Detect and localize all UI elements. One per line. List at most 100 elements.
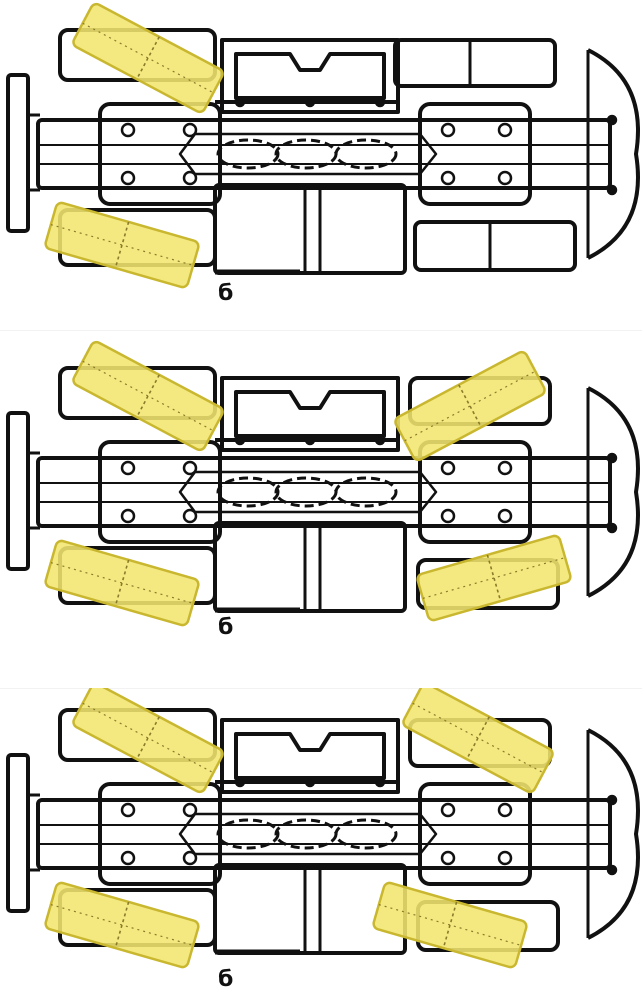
rear-arc-bumper: [587, 386, 640, 598]
front-axle-housing: [98, 102, 222, 206]
bolt-marker: [440, 122, 456, 138]
wheel-tread-line: [50, 224, 194, 266]
main-frame-rail: [36, 118, 612, 190]
wheel-front-right: [44, 539, 200, 627]
wheel-front-right: [44, 881, 200, 969]
front-bumper: [6, 753, 30, 913]
rear-arc-bumper: [587, 728, 640, 940]
chassis: [6, 2, 640, 289]
bolt-marker: [497, 460, 513, 476]
pivot-dot: [374, 96, 386, 108]
panel-label: б: [218, 615, 233, 640]
center-gearbox-top: [220, 38, 400, 114]
wheel-tread-line: [422, 557, 566, 599]
wheel-tread-line: [82, 360, 214, 432]
bolt-marker: [497, 508, 513, 524]
rear-axle-housing: [418, 782, 532, 886]
bumper-dot: [606, 452, 618, 464]
bolt-marker: [120, 460, 136, 476]
wheel-tread-line: [82, 22, 214, 94]
pivot-dot: [234, 434, 246, 446]
gearbox-cover: [234, 390, 386, 438]
main-frame-rail: [36, 798, 612, 870]
rear-arc-bumper: [587, 48, 640, 260]
bumper-dot: [606, 184, 618, 196]
pivot-dot: [234, 96, 246, 108]
bolt-marker: [120, 508, 136, 524]
battery-box: [213, 521, 407, 613]
wheel-front-left: [72, 340, 224, 452]
wheel-tread-line: [412, 702, 544, 774]
bolt-marker: [120, 802, 136, 818]
rear-pod-bottom: [413, 220, 577, 272]
bolt-marker: [440, 850, 456, 866]
main-frame-rail: [36, 456, 612, 528]
wheel-rear-left: [394, 350, 546, 462]
bolt-marker: [497, 850, 513, 866]
panel-all-wheel-steer: б: [6, 340, 640, 640]
panel-divider: [0, 688, 642, 689]
bolt-marker: [182, 508, 198, 524]
wheels: [44, 688, 554, 969]
driveshaft-lobe: [216, 138, 280, 170]
wheel-front-right: [44, 201, 200, 289]
pivot-dot: [234, 776, 246, 788]
panel-crab-steer: б: [6, 688, 640, 992]
bolt-marker: [182, 170, 198, 186]
chassis: [6, 688, 640, 969]
wheel-tire: [402, 688, 554, 794]
wheel-rear-right: [416, 534, 572, 622]
bolt-marker: [120, 170, 136, 186]
wheel-tread-line: [82, 702, 214, 774]
driveshaft-lobe: [334, 138, 398, 170]
chassis: [6, 340, 640, 627]
bolt-marker: [497, 170, 513, 186]
wheel-tread-line: [404, 370, 536, 442]
bolt-marker: [182, 122, 198, 138]
pivot-dot: [374, 776, 386, 788]
bumper-dot: [606, 794, 618, 806]
bolt-marker: [120, 850, 136, 866]
bumper-dot: [606, 864, 618, 876]
driveshaft-lobe: [334, 476, 398, 508]
wheel-front-left: [72, 688, 224, 794]
driveshaft-lobe: [334, 818, 398, 850]
pivot-dot: [304, 434, 316, 446]
front-bumper: [6, 411, 30, 571]
wheel-rear-left: [402, 688, 554, 794]
bolt-marker: [440, 802, 456, 818]
bolt-marker: [440, 460, 456, 476]
front-axle-housing: [98, 440, 222, 544]
wheel-tire: [72, 688, 224, 794]
bolt-marker: [440, 508, 456, 524]
center-gearbox-top: [220, 376, 400, 452]
wheels: [44, 2, 224, 289]
panel-label: б: [218, 967, 233, 992]
bolt-marker: [440, 170, 456, 186]
panel-label: б: [218, 281, 233, 306]
pivot-dot: [304, 96, 316, 108]
battery-box: [213, 183, 407, 275]
rear-axle-housing: [418, 102, 532, 206]
wheels: [44, 340, 572, 627]
pivot-dot: [304, 776, 316, 788]
bumper-dot: [606, 522, 618, 534]
bolt-marker: [182, 460, 198, 476]
wheel-tread-line: [50, 904, 194, 946]
wheel-tread-line: [378, 904, 522, 946]
wheel-tread-line: [50, 562, 194, 604]
front-axle-housing: [98, 782, 222, 886]
panel-divider: [0, 330, 642, 331]
wheel-front-left: [72, 2, 224, 114]
bolt-marker: [182, 850, 198, 866]
gearbox-cover: [234, 52, 386, 100]
bolt-marker: [497, 122, 513, 138]
driveshaft-lobe: [216, 818, 280, 850]
center-gearbox-top: [220, 718, 400, 794]
rear-pod-top: [393, 38, 557, 88]
front-bumper: [6, 73, 30, 233]
gearbox-cover: [234, 732, 386, 780]
bolt-marker: [182, 802, 198, 818]
bolt-marker: [497, 802, 513, 818]
